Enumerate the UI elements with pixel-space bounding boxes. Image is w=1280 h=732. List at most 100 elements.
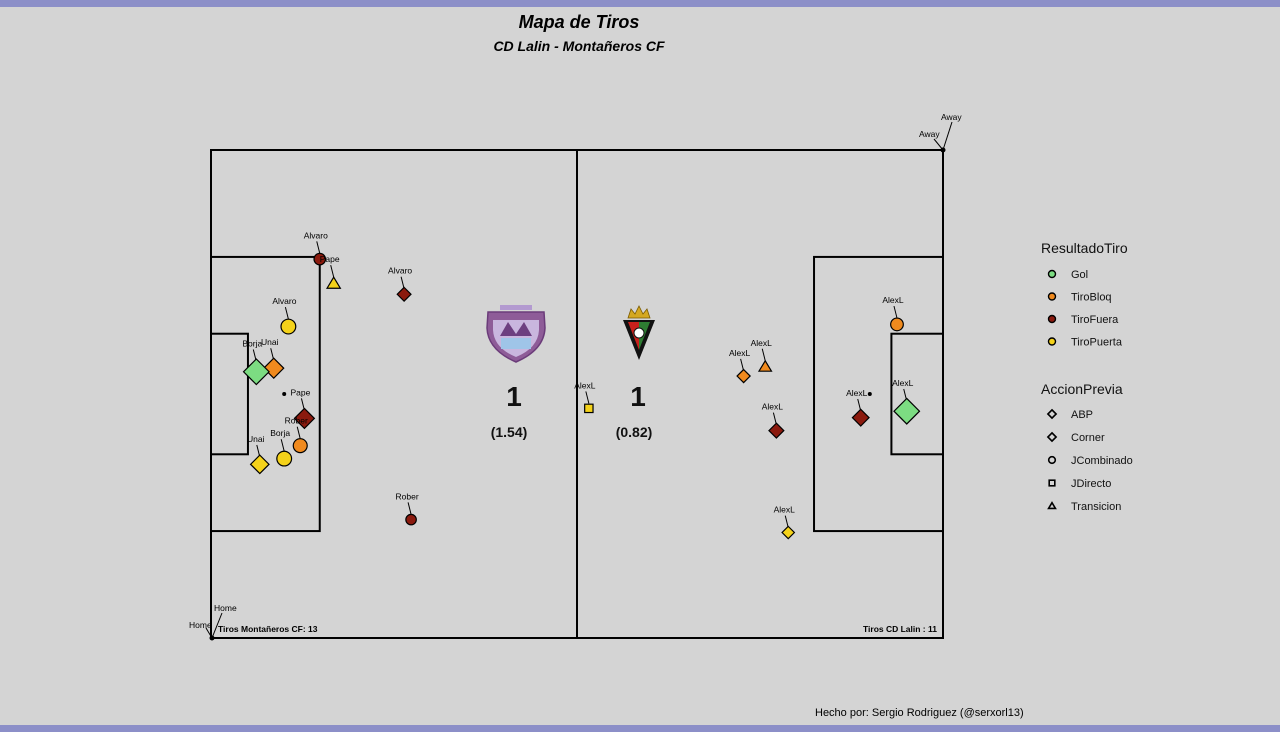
right-goal-area [890,332,945,456]
shot-label-leader [316,241,321,254]
left-goal-area [210,332,249,456]
shot-label-leader [296,426,301,439]
legend-action-label: Corner [1071,432,1105,444]
shot-marker [757,359,773,372]
team-logos [486,305,655,363]
shot-label-leader [893,305,898,319]
shot-label-leader [280,439,285,452]
legend-result-key [1047,269,1057,279]
legend-result-key [1047,314,1057,324]
shots-layer: AlvaroPapeAlvaroAlvaroUnaiBorjaPapeRober… [242,230,921,540]
shot-marker [781,525,796,540]
shot: Borja [270,428,293,467]
shot-marker [768,422,785,439]
right-shot-count: Tiros CD Lalin : 11 [863,624,937,634]
shot: Rober [396,491,419,526]
away-corner-label: Away [941,112,962,122]
legend-result-title: ResultadoTiro [1041,240,1128,256]
shot: AlexL [882,295,904,332]
away-corner-label-2: Away [919,129,940,139]
home-corner-label: Home [214,603,237,613]
legend-action-label: JCombinado [1071,455,1133,467]
shot: Alvaro [304,230,328,266]
shot: AlexL [729,348,752,384]
shot: Alvaro [388,266,412,302]
shot-label-leader [585,391,590,404]
shot-player-label: AlexL [892,378,914,388]
legend-action-label: JDirecto [1071,478,1111,490]
shot: Borja [242,339,270,386]
shot: Alvaro [272,296,297,335]
shot-marker [584,403,594,414]
shot-marker [851,408,870,427]
legend-result-key [1047,292,1057,301]
shot-marker [280,318,297,335]
shot-player-label: AlexL [574,380,596,390]
shot: Pape [290,387,316,430]
shot-marker [242,358,270,386]
right-penalty-spot [867,392,872,396]
shot: AlexL [574,380,596,414]
shot-player-label: AlexL [846,388,868,398]
shot: Pape [320,254,342,289]
shot-label-leader [330,265,335,278]
pitch [210,149,945,639]
shot-player-label: AlexL [774,505,796,515]
legend-result-label: Gol [1071,269,1088,281]
legend-result-label: TiroPuerta [1071,337,1123,349]
shot-player-label: AlexL [762,402,784,412]
legend-action-key [1047,455,1057,465]
shot-marker [325,275,342,289]
shot: Rober [285,416,308,454]
shot-marker [736,368,752,384]
shot-player-label: Borja [242,339,262,349]
credit-text: Hecho por: Sergio Rodriguez (@serxorl13) [815,707,1024,719]
shot-player-label: Rober [396,491,419,501]
shot-marker [396,286,412,302]
shot: AlexL [846,388,870,427]
shot-marker [405,513,417,526]
shot-marker [890,317,904,332]
shot-counts: Tiros Montañeros CF: 13 Tiros CD Lalin :… [218,624,937,634]
shot-marker [893,397,921,425]
legend-action-label: ABP [1071,409,1093,421]
home-team-crest [486,305,546,363]
shot: AlexL [774,505,796,540]
shot-player-label: Rober [285,416,308,426]
away-goals: 1 [630,381,646,412]
legend-action-key [1047,501,1057,510]
shot-label-leader [400,276,405,289]
chart-title: Mapa de Tiros [518,12,640,32]
shot-player-label: Pape [320,254,340,264]
home-goals: 1 [506,381,522,412]
home-corner-label-2: Home [189,620,212,630]
shot-marker [249,454,270,475]
shot-marker [313,252,327,266]
shot: AlexL [762,402,785,439]
shot-marker [262,357,285,379]
legend-result-label: TiroBloq [1071,292,1112,304]
shot: Unai [247,434,270,475]
legend-result-key [1047,337,1057,346]
legend: ResultadoTiro GolTiroBloqTiroFueraTiroPu… [1041,240,1133,513]
shot-player-label: AlexL [751,338,773,348]
legend-result-label: TiroFuera [1071,314,1119,326]
shot-player-label: AlexL [729,348,751,358]
shot: AlexL [751,338,773,372]
legend-action-key [1046,408,1058,420]
shot-label-leader [407,502,412,515]
right-penalty-area [813,255,944,533]
top-border [0,0,1280,7]
shot-player-label: Alvaro [304,230,328,240]
shot: Unai [261,337,285,379]
corner-labels: Home Home Away Away [189,112,962,641]
shot: AlexL [892,378,921,425]
shot-marker [276,450,293,467]
shot-player-label: Borja [270,428,290,438]
shot-player-label: Pape [290,387,310,397]
away-xg: (0.82) [616,424,653,440]
shot-player-label: Alvaro [272,296,296,306]
shot-label-leader [784,515,789,528]
shot-player-label: AlexL [882,295,904,305]
